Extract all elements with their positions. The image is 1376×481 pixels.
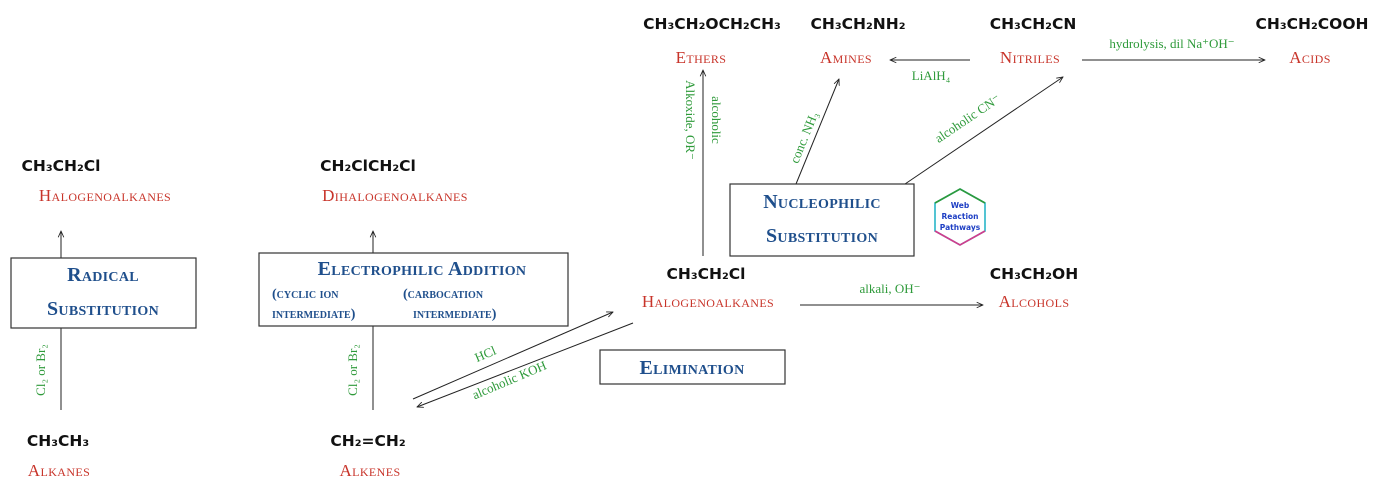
class-halogenoalkanes-radical: Halogenoalkanes <box>39 186 171 205</box>
box-radical-substitution: Radical Substitution <box>10 257 197 329</box>
cond-conc-nh3: conc. NH₃ <box>787 109 821 165</box>
cond-alcoholic-koh: alcoholic KOH <box>470 358 549 403</box>
electrophilic-left-line1: (cyclic ion <box>272 287 339 302</box>
cond-alkene-halogenation: Cl₂ or Br₂ <box>345 344 360 396</box>
formula-amine: CH₃CH₂NH₂ <box>810 15 905 33</box>
class-halogenoalkanes-center: Halogenoalkanes <box>642 292 774 311</box>
cond-alcoholic: alcoholic <box>709 96 724 144</box>
formula-halogenoalkane-center: CH₃CH₂Cl <box>667 265 746 283</box>
formula-nitrile: CH₃CH₂CN <box>990 15 1077 33</box>
arrow-alkene-to-halogenoalkane <box>412 312 613 400</box>
cond-hydrolysis: hydrolysis, dil Na⁺OH⁻ <box>1109 36 1234 51</box>
logo-line1: Web <box>951 201 970 210</box>
class-alkenes: Alkenes <box>339 461 400 480</box>
class-alkanes: Alkanes <box>28 461 90 480</box>
cond-alkali: alkali, OH⁻ <box>859 281 920 296</box>
formula-halogenoalkane-radical: CH₃CH₂Cl <box>22 157 101 175</box>
electrophilic-title: Electrophilic Addition <box>318 258 527 280</box>
nucleophilic-line2: Substitution <box>766 225 878 247</box>
radical-line2: Substitution <box>47 298 159 320</box>
arrow-substitution-to-nitrile <box>904 77 1063 185</box>
logo-line2: Reaction <box>941 212 978 221</box>
cond-hcl: HCl <box>472 343 498 365</box>
class-amines: Amines <box>820 48 872 67</box>
formula-dihalogenoalkane: CH₂ClCH₂Cl <box>320 157 416 175</box>
web-reaction-pathways-logo: Web Reaction Pathways <box>934 188 986 246</box>
formula-ether: CH₃CH₂OCH₂CH₃ <box>643 15 781 33</box>
electrophilic-right-line2: intermediate) <box>413 307 497 322</box>
class-nitriles: Nitriles <box>1000 48 1060 67</box>
logo-line3: Pathways <box>940 223 981 232</box>
class-ethers: Ethers <box>676 48 727 67</box>
formula-alkane: CH₃CH₃ <box>27 432 89 450</box>
radical-line1: Radical <box>67 264 139 286</box>
cond-lialh4: LiAlH₄ <box>912 68 951 83</box>
cond-alcoholic-cn: alcoholic CN⁻ <box>932 91 1003 146</box>
box-elimination: Elimination <box>599 349 786 385</box>
box-nucleophilic-substitution: Nucleophilic Substitution <box>729 183 915 257</box>
formula-alkene: CH₂=CH₂ <box>330 432 405 450</box>
cond-alkoxide: Alkoxide, OR⁻ <box>683 80 698 160</box>
electrophilic-left-line2: intermediate) <box>272 307 356 322</box>
elimination-title: Elimination <box>639 357 744 379</box>
formula-acid: CH₃CH₂COOH <box>1256 15 1369 33</box>
class-alcohols: Alcohols <box>999 292 1070 311</box>
class-dihalogenoalkanes: Dihalogenoalkanes <box>322 186 468 205</box>
arrow-substitution-to-amine <box>795 79 839 185</box>
electrophilic-right-line1: (carbocation <box>403 287 484 302</box>
box-electrophilic-addition: Electrophilic Addition (cyclic ion inter… <box>258 252 569 327</box>
nucleophilic-line1: Nucleophilic <box>763 191 881 213</box>
cond-alkane-halogenation: Cl₂ or Br₂ <box>33 344 48 396</box>
arrow-halogenoalkane-to-alkene <box>417 322 634 407</box>
formula-alcohol: CH₃CH₂OH <box>990 265 1078 283</box>
class-acids: Acids <box>1289 48 1331 67</box>
